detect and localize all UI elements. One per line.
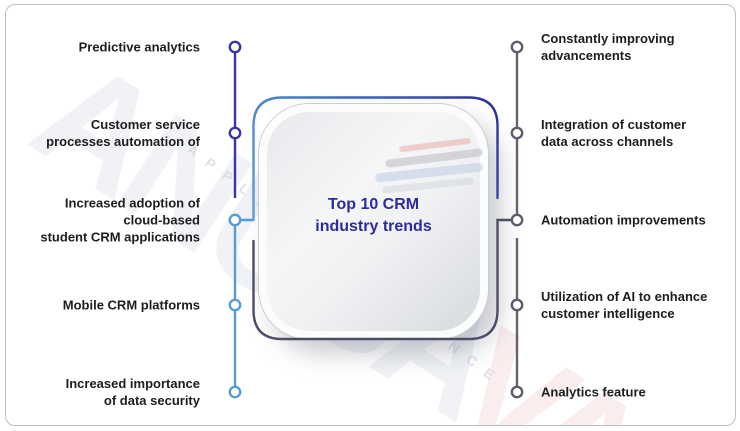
right-item-improving-advancements: Constantly improving advancements	[541, 31, 675, 63]
card-bottom-arc	[252, 218, 514, 341]
diagram-frame: ANUBAVAM APPLYING EXPERIENCE Top 10 CRM …	[5, 4, 736, 426]
node-right-4	[510, 298, 524, 312]
node-right-3	[510, 213, 524, 227]
node-left-2	[228, 126, 242, 140]
right-item-ai-utilization: Utilization of AI to enhance customer in…	[541, 289, 708, 321]
left-item-predictive-analytics: Predictive analytics	[78, 39, 200, 55]
node-right-2	[510, 126, 524, 140]
left-item-mobile-crm: Mobile CRM platforms	[62, 297, 200, 313]
node-right-1	[510, 40, 524, 54]
right-item-analytics-feature: Analytics feature	[541, 384, 646, 400]
node-left-1	[228, 40, 242, 54]
left-item-customer-service: Customer service processes automation of	[46, 117, 200, 149]
card-top-arc	[252, 96, 499, 222]
diagram-title: Top 10 CRM industry trends	[315, 196, 432, 235]
node-right-5	[510, 385, 524, 399]
node-left-5	[228, 385, 242, 399]
connector-lines	[228, 40, 524, 399]
left-item-data-security: Increased importance of data security	[65, 376, 200, 408]
right-item-automation: Automation improvements	[541, 212, 706, 228]
right-item-data-integration: Integration of customer data across chan…	[541, 117, 687, 149]
node-left-3	[228, 213, 242, 227]
node-left-4	[228, 298, 242, 312]
left-item-cloud-adoption: Increased adoption of cloud-based studen…	[40, 195, 200, 245]
